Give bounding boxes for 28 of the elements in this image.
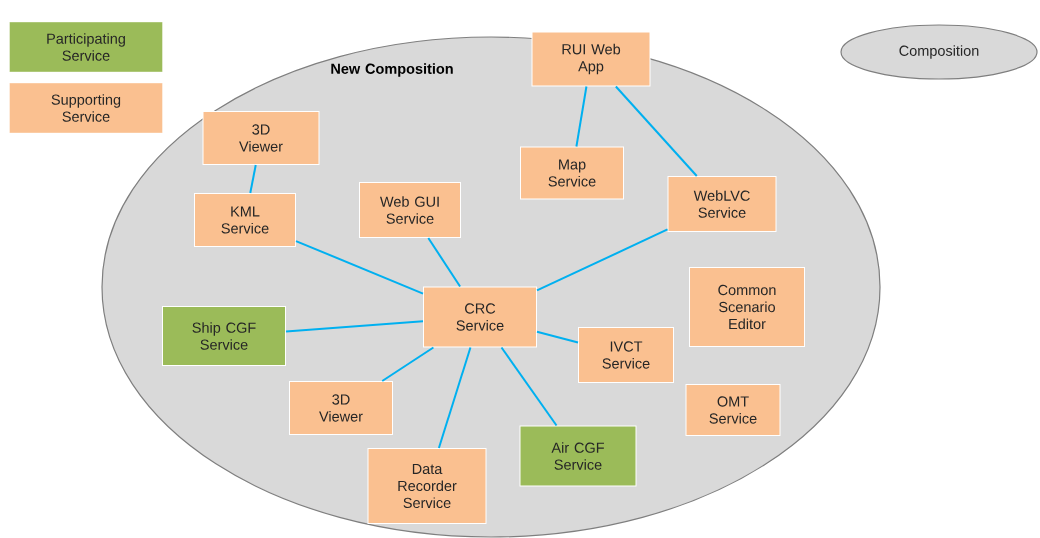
- connector-line: [249, 164, 257, 194]
- service-box: Ship CGF Service: [162, 306, 286, 366]
- connector-line: [536, 330, 579, 344]
- service-box: Common Scenario Editor: [689, 267, 805, 347]
- service-box: WebLVC Service: [667, 176, 777, 232]
- connector-line: [427, 237, 462, 288]
- legend-item: Participating Service: [9, 21, 163, 73]
- service-box: Data Recorder Service: [367, 448, 487, 524]
- connector-line: [381, 346, 435, 382]
- service-box: Air CGF Service: [519, 425, 637, 487]
- service-box: Map Service: [520, 146, 624, 200]
- connector-line: [500, 346, 558, 427]
- connector-line: [437, 346, 472, 449]
- service-box: IVCT Service: [578, 327, 674, 383]
- legend-item: Composition: [840, 24, 1038, 80]
- connector-line: [285, 320, 424, 333]
- service-box: 3D Viewer: [202, 111, 320, 165]
- service-box: CRC Service: [423, 286, 537, 348]
- service-box: OMT Service: [685, 384, 781, 436]
- connector-line: [295, 240, 424, 295]
- connector-line: [575, 85, 588, 148]
- service-box: RUI Web App: [531, 31, 651, 87]
- connector-line: [614, 85, 698, 177]
- service-box: Web GUI Service: [359, 182, 461, 238]
- legend-item: Supporting Service: [9, 82, 163, 134]
- service-box: KML Service: [194, 193, 296, 247]
- service-box: 3D Viewer: [289, 381, 393, 435]
- connector-line: [536, 228, 669, 292]
